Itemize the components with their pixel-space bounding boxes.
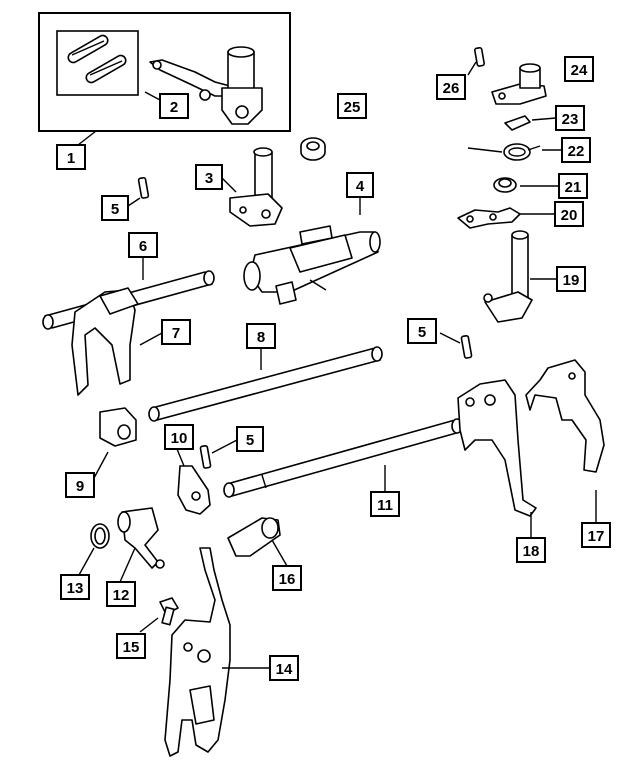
- callout-21-text: 21: [565, 179, 582, 196]
- shift-fork-18-icon: [457, 379, 537, 517]
- lever-24-icon: [491, 63, 547, 105]
- callout-20: 20: [554, 201, 584, 227]
- callout-5a-text: 5: [111, 201, 119, 218]
- callout-4: 4: [346, 172, 374, 198]
- lever-12-icon: [117, 507, 165, 569]
- callout-16: 16: [272, 565, 302, 591]
- callout-23: 23: [555, 105, 585, 131]
- callout-25-text: 25: [344, 99, 361, 116]
- pin-5c-icon: [199, 444, 212, 469]
- callout-26: 26: [436, 74, 466, 100]
- callout-3: 3: [195, 164, 223, 190]
- callout-16-text: 16: [279, 571, 296, 588]
- callout-11: 11: [370, 491, 400, 517]
- callout-5b: 5: [407, 318, 437, 344]
- callout-10: 10: [164, 424, 194, 450]
- shift-lever-3-icon: [229, 147, 283, 227]
- callout-24: 24: [564, 56, 594, 82]
- callout-14: 14: [269, 655, 299, 681]
- bracket-10-icon: [177, 465, 211, 515]
- callout-22: 22: [561, 137, 591, 163]
- callout-15-text: 15: [123, 639, 140, 656]
- leader-lines: [77, 61, 597, 669]
- callout-9: 9: [65, 472, 95, 498]
- callout-1-text: 1: [67, 150, 75, 167]
- callout-17: 17: [581, 522, 611, 548]
- callout-25: 25: [337, 93, 367, 119]
- shift-fork-17-icon: [525, 359, 605, 473]
- callout-21: 21: [558, 173, 588, 199]
- callout-23-text: 23: [562, 111, 579, 128]
- selector-housing-4-icon: [243, 225, 381, 305]
- callout-13-text: 13: [67, 580, 84, 597]
- callout-20-text: 20: [561, 207, 578, 224]
- pin-5b-icon: [460, 334, 473, 359]
- plate-20-icon: [457, 207, 521, 229]
- callout-4-text: 4: [356, 178, 365, 195]
- callout-2-text: 2: [170, 99, 178, 116]
- callout-13: 13: [60, 574, 90, 600]
- bushing-21-icon: [493, 177, 517, 193]
- callout-8-text: 8: [257, 329, 265, 346]
- callout-5a: 5: [101, 195, 129, 221]
- shift-fork-14-icon: [164, 547, 231, 757]
- callout-22-text: 22: [568, 143, 585, 160]
- bolt-15-icon: [159, 597, 179, 626]
- roll-pins-icon: [67, 34, 127, 84]
- callout-11-text: 11: [377, 497, 393, 514]
- shift-rail-11-icon: [223, 418, 463, 498]
- kit-box: [38, 12, 291, 132]
- callout-9-text: 9: [76, 478, 84, 495]
- shift-rail-8-icon: [148, 346, 383, 422]
- snap-ring-13-icon: [90, 523, 110, 549]
- callout-1: 1: [56, 144, 86, 170]
- callout-18-text: 18: [523, 543, 540, 560]
- lug-16-icon: [227, 517, 281, 557]
- callout-17-text: 17: [588, 528, 605, 545]
- callout-26-text: 26: [443, 80, 460, 97]
- pin-26-icon: [473, 46, 485, 67]
- pin-5a-icon: [137, 176, 150, 199]
- callout-8: 8: [246, 323, 276, 349]
- callout-5c: 5: [236, 426, 264, 452]
- bushing-25-icon: [300, 137, 326, 161]
- callout-18: 18: [516, 537, 546, 563]
- callout-5b-text: 5: [418, 324, 426, 341]
- shift-fork-7-icon: [71, 287, 139, 396]
- callout-15: 15: [116, 633, 146, 659]
- callout-6-text: 6: [139, 238, 147, 255]
- shaft-19-icon: [483, 230, 533, 323]
- callout-24-text: 24: [571, 62, 588, 79]
- spring-22-icon: [467, 143, 541, 161]
- callout-7-text: 7: [172, 325, 180, 342]
- shift-lever-assembly-icon: [149, 46, 263, 125]
- callout-2: 2: [159, 93, 189, 119]
- callout-6: 6: [128, 232, 158, 258]
- callout-12-text: 12: [113, 587, 130, 604]
- clip-23-icon: [504, 115, 531, 131]
- callout-14-text: 14: [276, 661, 293, 678]
- callout-19-text: 19: [563, 272, 580, 289]
- interlock-block-9-icon: [99, 407, 137, 447]
- callout-12: 12: [106, 581, 136, 607]
- callout-5c-text: 5: [246, 432, 254, 449]
- callout-10-text: 10: [171, 430, 188, 447]
- callout-3-text: 3: [205, 170, 213, 187]
- callout-7: 7: [161, 319, 191, 345]
- callout-19: 19: [556, 266, 586, 292]
